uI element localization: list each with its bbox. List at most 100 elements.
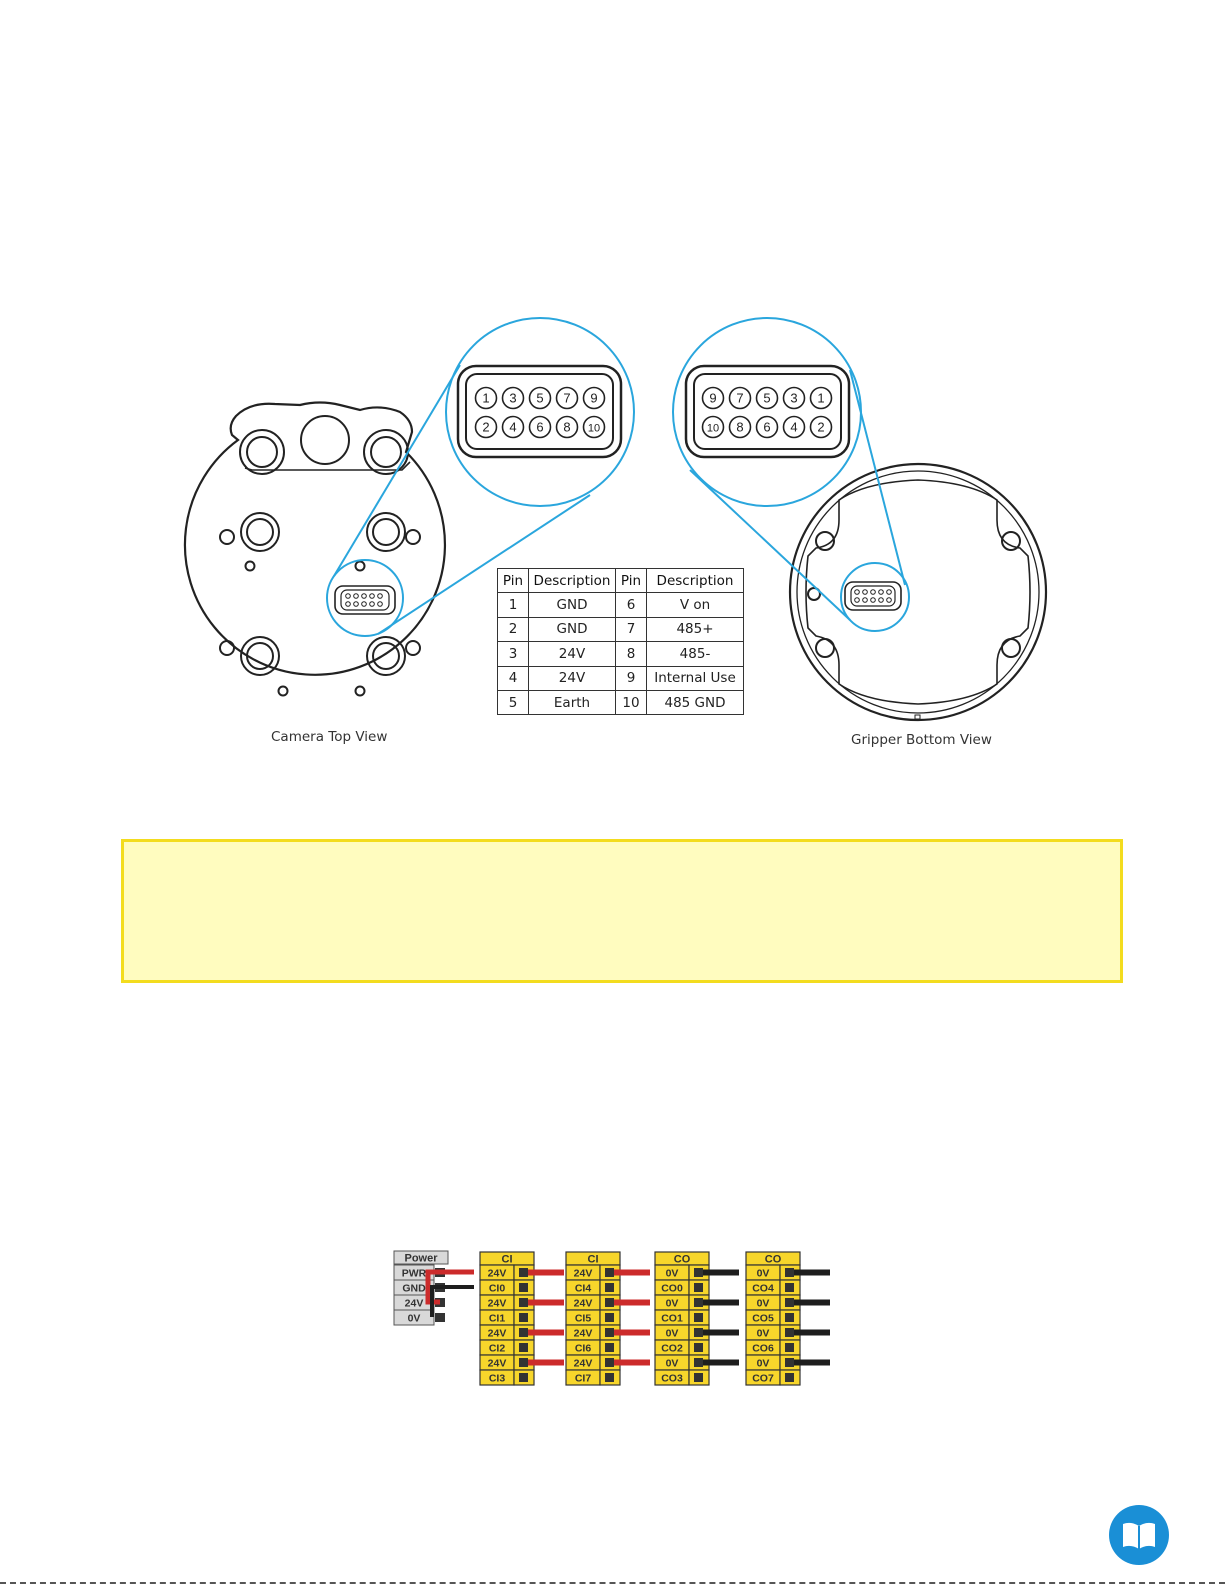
ground-wire — [703, 1329, 739, 1336]
terminal-label: 24V — [574, 1268, 593, 1280]
camera-top-view — [183, 401, 447, 697]
column-header: Description — [646, 567, 744, 594]
power-wire — [528, 1329, 564, 1336]
table-cell: 2 — [497, 616, 529, 643]
terminal-label: 0V — [757, 1298, 770, 1310]
pin-circle — [809, 415, 833, 439]
terminal-label: 24V — [574, 1328, 593, 1340]
terminal-label: CO7 — [752, 1373, 774, 1385]
pin-circle — [528, 415, 552, 439]
terminal-block-title: CI — [588, 1254, 599, 1266]
table-cell: 1 — [497, 592, 529, 618]
terminal-label: CO2 — [661, 1343, 683, 1355]
pin-number: 7 — [563, 391, 570, 406]
terminal-label: CI6 — [575, 1343, 592, 1355]
table-row: 1 GND 6 V on — [497, 592, 744, 618]
power-terminal — [393, 1309, 435, 1326]
terminal-screw — [435, 1313, 445, 1322]
terminal-block-title: CI — [502, 1254, 513, 1266]
terminal-label: 24V — [574, 1298, 593, 1310]
terminal-screw — [694, 1328, 703, 1337]
terminal-screw — [605, 1328, 614, 1337]
power-block-header — [393, 1250, 449, 1265]
terminal-screw — [694, 1343, 703, 1352]
pin-circle — [528, 386, 552, 410]
terminal-screw — [519, 1358, 528, 1367]
pin-number: 6 — [763, 420, 770, 435]
table-cell: 485 GND — [646, 689, 744, 716]
terminal-label: CI7 — [575, 1373, 592, 1385]
power-block-title: Power — [404, 1253, 438, 1265]
terminal-label: CI5 — [575, 1313, 592, 1325]
terminal-label: CI3 — [489, 1373, 506, 1385]
terminal-screw — [785, 1373, 794, 1382]
power-wire — [425, 1287, 440, 1305]
terminal-screw — [605, 1313, 614, 1322]
terminal-screw — [605, 1373, 614, 1382]
power-terminal-label: 24V — [405, 1298, 424, 1310]
ground-wire — [794, 1359, 830, 1366]
pin-number: 8 — [736, 420, 743, 435]
terminal-screw — [785, 1298, 794, 1307]
table-cell: Internal Use — [646, 665, 744, 691]
terminal-screw — [694, 1283, 703, 1292]
terminal-screw — [605, 1283, 614, 1292]
terminal-screw — [519, 1373, 528, 1382]
table-cell: 7 — [615, 616, 647, 643]
io-wiring-diagram: PowerPWRGND24V0VCI24VCI024VCI124VCI224VC… — [393, 1250, 830, 1386]
table-header-row: Pin Description Pin Description — [497, 567, 744, 594]
pin-circle — [474, 386, 498, 410]
ground-wire — [794, 1329, 830, 1336]
terminal-label: 0V — [757, 1358, 770, 1370]
terminal-screw — [785, 1343, 794, 1352]
power-wire — [528, 1269, 564, 1276]
terminal-label: CI4 — [575, 1283, 592, 1295]
table-cell: GND — [528, 616, 616, 643]
ground-wire — [794, 1299, 830, 1306]
pin-number: 6 — [536, 420, 543, 435]
pin-number: 5 — [536, 391, 543, 406]
table-cell: GND — [528, 592, 616, 618]
pin-number: 4 — [509, 420, 516, 435]
terminal-label: CI0 — [489, 1283, 506, 1295]
pin-circle — [728, 386, 752, 410]
terminal-label: 0V — [757, 1328, 770, 1340]
pin-circle — [582, 415, 606, 439]
terminal-screw — [519, 1343, 528, 1352]
terminal-label: CO0 — [661, 1283, 683, 1295]
column-header: Description — [528, 567, 616, 594]
terminal-label: CO1 — [661, 1313, 683, 1325]
pin-circle — [755, 386, 779, 410]
terminal-label: 24V — [488, 1328, 507, 1340]
table-cell: 24V — [528, 665, 616, 691]
pin-description-table: Pin Description Pin Description 1 GND 6 … — [497, 567, 744, 716]
table-cell: 8 — [615, 641, 647, 667]
ground-wire — [430, 1285, 474, 1317]
terminal-block-title: CO — [765, 1254, 782, 1266]
gripper-connector-detail — [684, 364, 851, 459]
pin-circle — [555, 415, 579, 439]
table-cell: 6 — [615, 592, 647, 618]
terminal-screw — [605, 1268, 614, 1277]
ground-wire — [794, 1269, 830, 1276]
terminal-screw — [694, 1298, 703, 1307]
camera-caption: Camera Top View — [271, 729, 388, 745]
terminal-label: 24V — [488, 1298, 507, 1310]
terminal-screw — [694, 1358, 703, 1367]
terminal-screw — [519, 1328, 528, 1337]
terminal-screw — [605, 1343, 614, 1352]
pin-number: 1 — [482, 391, 489, 406]
table-row: 4 24V 9 Internal Use — [497, 665, 744, 691]
pin-circle — [501, 386, 525, 410]
pin-number: 5 — [763, 391, 770, 406]
table-cell: V on — [646, 592, 744, 618]
pin-circle — [782, 415, 806, 439]
terminal-label: CO3 — [661, 1373, 683, 1385]
table-cell: 4 — [497, 665, 529, 691]
pin-circle — [701, 415, 725, 439]
gripper-bottom-view — [788, 462, 1048, 722]
terminal-label: CO5 — [752, 1313, 774, 1325]
